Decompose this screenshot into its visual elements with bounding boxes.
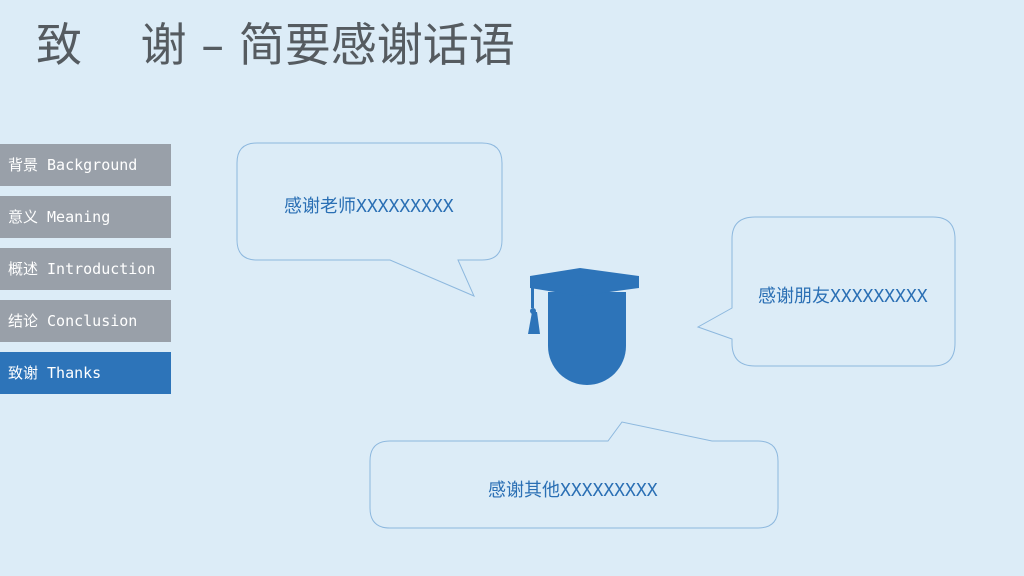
speech-bubble-friend [696,216,956,367]
nav-item-background[interactable]: 背景 Background [0,144,171,186]
speech-bubble-teacher [236,142,503,297]
bubble-text-friend: 感谢朋友XXXXXXXXX [758,286,928,307]
speech-bubble-others [369,421,779,529]
nav-item-thanks[interactable]: 致谢 Thanks [0,352,171,394]
nav-item-meaning[interactable]: 意义 Meaning [0,196,171,238]
bubble-text-others: 感谢其他XXXXXXXXX [488,480,658,501]
nav-item-introduction[interactable]: 概述 Introduction [0,248,171,290]
section-nav: 背景 Background 意义 Meaning 概述 Introduction… [0,144,171,404]
bubble-text-teacher: 感谢老师XXXXXXXXX [284,196,454,217]
page-title: 致 谢 – 简要感谢话语 [36,18,515,72]
nav-item-conclusion[interactable]: 结论 Conclusion [0,300,171,342]
